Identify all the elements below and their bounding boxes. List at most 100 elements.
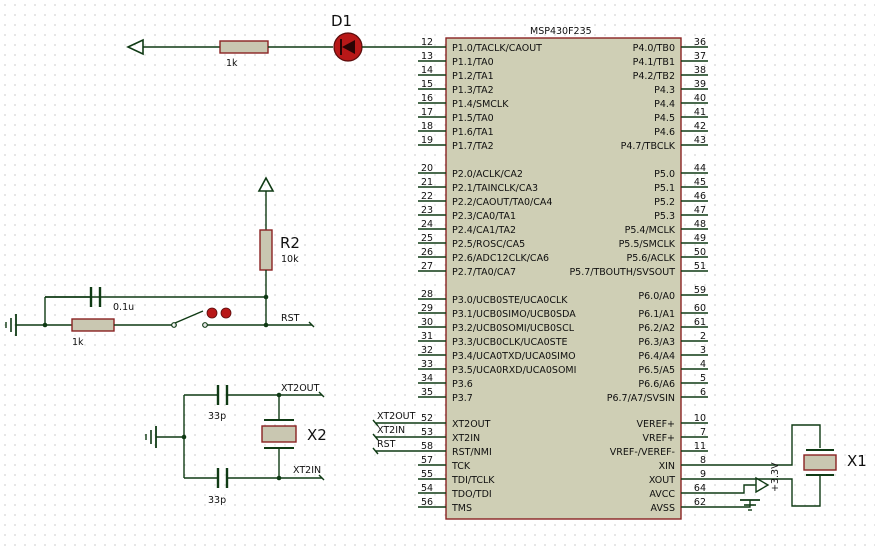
switch-indicator-right-icon[interactable]	[220, 307, 232, 319]
mcu-pin-number: 37	[694, 51, 706, 62]
mcu-pin-4[interactable]: 4P6.5/A5	[638, 359, 708, 376]
mcu-pin-number: 46	[694, 191, 706, 202]
mcu-pin-number: 49	[694, 233, 706, 244]
net-label-rst: RST	[281, 313, 300, 324]
mcu-pin-name: P2.2/CAOUT/TA0/CA4	[452, 197, 552, 208]
mcu-pin-number: 31	[421, 331, 433, 342]
diode-d1[interactable]	[333, 32, 363, 62]
mcu-pin-name: P3.0/UCB0STE/UCA0CLK	[452, 295, 568, 306]
mcu-pin-number: 39	[694, 79, 706, 90]
capacitor-reset[interactable]	[45, 287, 102, 307]
mcu-pin-name: P4.6	[654, 127, 675, 138]
mcu-pin-number: 43	[694, 135, 706, 146]
mcu-pin-3[interactable]: 3P6.4/A4	[638, 345, 708, 362]
resistor-reset[interactable]	[71, 318, 115, 332]
mcu-pin-number: 8	[700, 455, 706, 466]
led-circuit: 1k D1	[126, 12, 418, 69]
mcu-pin-number: 45	[694, 177, 706, 188]
crystal-x2[interactable]	[261, 395, 297, 478]
mcu-pin-5[interactable]: 5P6.6/A6	[638, 373, 708, 390]
mcu-pin-number: 26	[421, 247, 433, 258]
mcu-pin-number: 35	[421, 387, 433, 398]
mcu[interactable]: MSP430F235 12P1.0/TACLK/CAOUT13P1.1/TA01…	[418, 26, 708, 520]
mcu-pin-name: P5.4/MCLK	[625, 225, 676, 236]
mcu-pin-name: AVSS	[651, 503, 675, 514]
pin-label-xt2in: XT2IN	[377, 425, 405, 436]
net-label-xt2out: XT2OUT	[281, 383, 320, 394]
resistor-r2[interactable]	[259, 229, 273, 271]
crystal-x1[interactable]	[803, 449, 837, 476]
mcu-pin-number: 30	[421, 317, 433, 328]
mcu-pin-number: 33	[421, 359, 433, 370]
resistor-led[interactable]	[219, 40, 269, 54]
switch-indicator-left-icon[interactable]	[206, 307, 218, 319]
mcu-pin-name: XT2OUT	[452, 419, 491, 430]
mcu-pin-6[interactable]: 6P6.7/A7/SVSIN	[607, 387, 708, 404]
mcu-pin-name: P2.4/CA1/TA2	[452, 225, 516, 236]
mcu-pin-name: P6.1/A1	[638, 309, 675, 320]
mcu-pin-name: P5.6/ACLK	[626, 253, 675, 264]
mcu-pin-number: 57	[421, 455, 433, 466]
mcu-pin-2[interactable]: 2P6.3/A3	[638, 331, 708, 348]
mcu-pin-name: P6.6/A6	[638, 379, 675, 390]
mcu-part-name: MSP430F235	[530, 26, 592, 37]
